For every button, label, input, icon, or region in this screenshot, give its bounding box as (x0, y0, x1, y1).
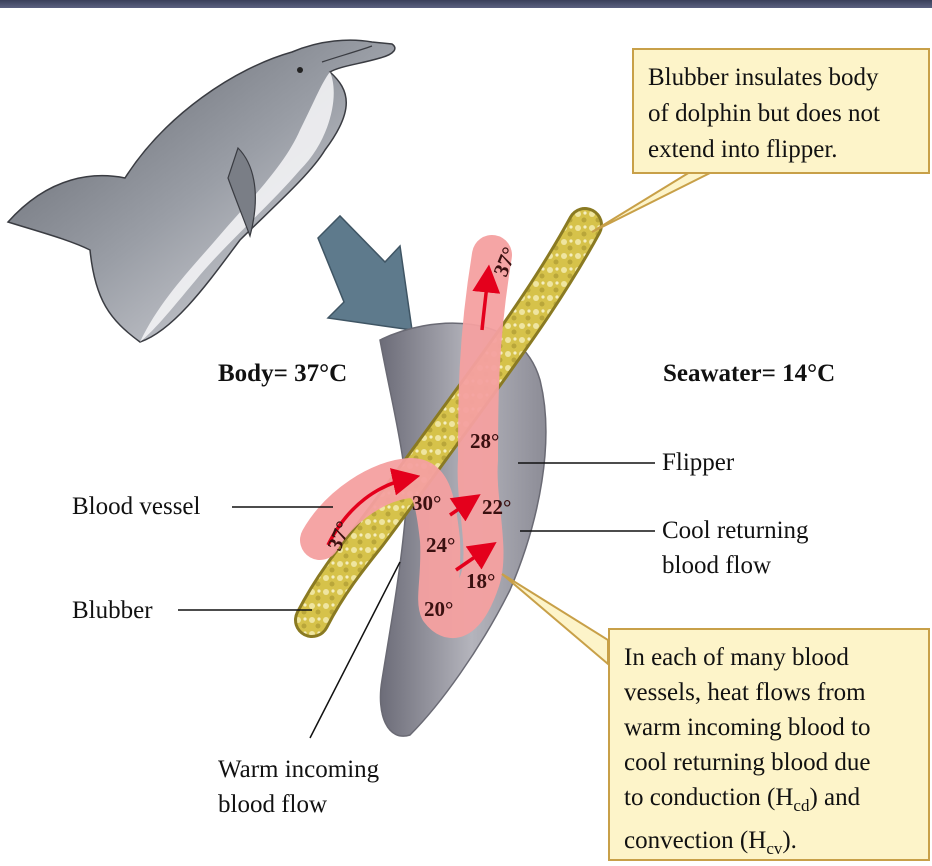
conduction-subscript: cd (793, 796, 809, 815)
dolphin-illustration (8, 40, 395, 342)
temp-24: 24° (426, 533, 455, 557)
cool-returning-label-line1: Cool returning (662, 515, 809, 547)
blood-vessel-label: Blood vessel (72, 491, 200, 523)
flipper-label: Flipper (662, 447, 734, 479)
temp-22: 22° (482, 495, 511, 519)
callout-heat-line2: vessels, heat flows from (624, 675, 916, 710)
temp-28: 28° (470, 429, 499, 453)
callout-heat-line6: convection (Hcv). (624, 823, 916, 866)
dolphin-eye (297, 67, 303, 73)
convection-subscript: cv (766, 839, 782, 858)
callout-blubber-line1: Blubber insulates body (648, 60, 916, 96)
temp-20: 20° (424, 597, 453, 621)
callout-heat-line1: In each of many blood (624, 640, 916, 675)
callout-heat-flow: In each of many blood vessels, heat flow… (608, 628, 930, 861)
callout-heat-line5-text: to conduction (H (624, 784, 793, 811)
callout-bottom-pointer (502, 574, 608, 664)
callout-heat-line5-end: ) and (809, 784, 860, 811)
warm-incoming-label-line1: Warm incoming (218, 754, 379, 786)
temp-30: 30° (412, 491, 441, 515)
temp-18: 18° (466, 569, 495, 593)
warm-incoming-label-line2: blood flow (218, 789, 327, 821)
callout-blubber-line3: extend into flipper. (648, 132, 916, 168)
callout-blubber-line2: of dolphin but does not (648, 96, 916, 132)
dolphin-body (8, 40, 395, 342)
callout-blubber: Blubber insulates body of dolphin but do… (632, 48, 930, 174)
callout-heat-line3: warm incoming blood to (624, 710, 916, 745)
body-temperature-label: Body= 37°C (218, 358, 347, 390)
callout-heat-line6-text: convection (H (624, 827, 766, 854)
seawater-temperature-label: Seawater= 14°C (663, 358, 835, 390)
callout-top-pointer (592, 172, 712, 232)
callout-heat-line6-end: ). (782, 827, 797, 854)
callout-heat-line4: cool returning blood due (624, 745, 916, 780)
cool-returning-label-line2: blood flow (662, 550, 771, 582)
blubber-label: Blubber (72, 595, 153, 627)
zoom-arrow (318, 216, 412, 330)
callout-heat-line5: to conduction (Hcd) and (624, 780, 916, 823)
